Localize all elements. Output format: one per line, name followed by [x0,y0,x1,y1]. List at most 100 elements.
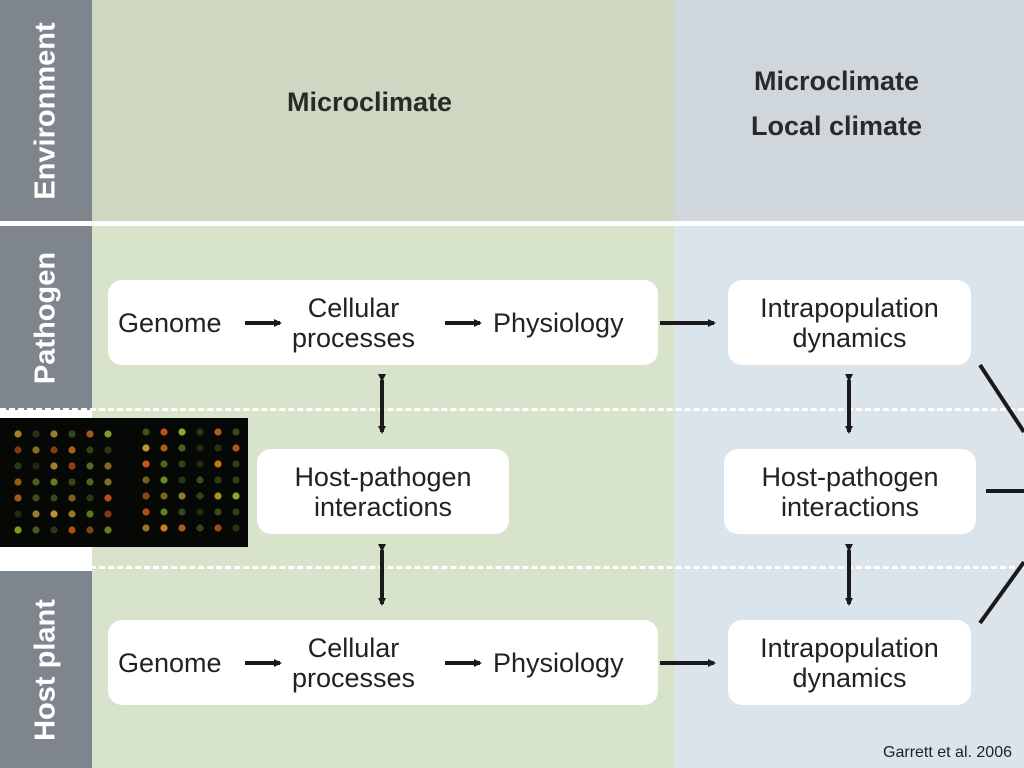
env-left-title: Microclimate [287,87,453,117]
microarray-spot [196,444,204,452]
microarray-spot [196,460,204,468]
microarray-spot [232,460,240,468]
pathogen-physiology-label: Physiology [493,308,624,338]
microarray-spot [68,510,76,518]
microarray-spot [178,476,186,484]
microarray-spot [32,446,40,454]
microarray-spot [142,508,150,516]
microarray-spot [142,524,150,532]
microarray-spot [160,428,168,436]
microarray-spot [178,492,186,500]
sidebar-pathogen: Pathogen [0,226,92,410]
microarray-spot [178,524,186,532]
microarray-spot [214,476,222,484]
microarray-spot [32,494,40,502]
microarray-spot [104,478,112,486]
microarray-spot [104,430,112,438]
microarray-spot [214,444,222,452]
microarray-spot [14,510,22,518]
microarray-spot [32,510,40,518]
interactions-right-box [724,449,976,534]
microarray-spot [68,526,76,534]
pathogen-genome-label: Genome [118,308,222,338]
microarray-spot [86,446,94,454]
environment-right-zone [674,0,1024,221]
pathogen-intrapop-label: Intrapopulation dynamics [760,293,939,353]
microarray-spot [50,510,58,518]
microarray-spot [160,492,168,500]
microarray-spot [196,492,204,500]
microarray-spot [14,430,22,438]
microarray-spot [232,524,240,532]
dashed-separator-top [0,408,1024,411]
microarray-spot [232,476,240,484]
sidebar-host-plant: Host plant [0,571,92,768]
microarray-spot [68,494,76,502]
microarray-spot [104,510,112,518]
microarray-spot [68,478,76,486]
microarray-spot [50,526,58,534]
sidebar-environment: Environment [0,0,92,221]
microarray-spot [14,478,22,486]
microarray-spot [14,446,22,454]
microarray-spot [86,494,94,502]
microarray-spot [104,526,112,534]
microarray-spot [196,508,204,516]
microarray-spot [196,428,204,436]
env-right-title-2: Local climate [751,111,923,141]
microarray-spot [50,462,58,470]
microarray-spot [104,462,112,470]
microarray-spot [214,460,222,468]
host-physiology-label: Physiology [493,648,624,678]
microarray-spot [142,428,150,436]
microarray-spot [50,478,58,486]
microarray-spot [68,446,76,454]
microarray-spot [68,462,76,470]
host-chain-box [108,620,658,705]
microarray-spot [32,478,40,486]
pathogen-intrapop-box [728,280,971,365]
microarray-spot [178,444,186,452]
microarray-spot [196,524,204,532]
converge-line-top [978,363,1024,434]
microarray-spot [86,430,94,438]
interactions-left-label: Host-pathogen interactions [294,462,472,522]
microarray-spot [50,430,58,438]
microarray-spot [196,476,204,484]
microarray-spot [142,492,150,500]
microarray-spot [50,494,58,502]
citation-credit: Garrett et al. 2006 [883,744,1012,761]
environment-left-zone [92,0,674,221]
pathogen-cellular-label: Cellular processes [292,293,416,353]
microarray-spot [142,460,150,468]
microarray-spot [14,462,22,470]
env-right-title-1: Microclimate [754,66,920,96]
pathogen-chain-box [108,280,658,365]
microarray-spot [214,492,222,500]
microarray-spot [14,494,22,502]
microarray-spot [178,460,186,468]
microarray-image [0,418,248,547]
host-cellular-label: Cellular processes [292,633,416,693]
microarray-spot [214,524,222,532]
microarray-spot [68,430,76,438]
microarray-spot [86,510,94,518]
microarray-spot [214,508,222,516]
microarray-spot [86,462,94,470]
dashed-separator-bottom [0,566,1024,569]
microarray-spot [32,430,40,438]
host-genome-label: Genome [118,648,222,678]
microarray-spot [160,444,168,452]
microarray-spot [142,476,150,484]
microarray-spot [142,444,150,452]
microarray-spot [214,428,222,436]
microarray-spot [232,428,240,436]
microarray-spot [178,508,186,516]
microarray-spot [160,476,168,484]
microarray-spot [232,492,240,500]
microarray-spot [160,460,168,468]
microarray-spot [178,428,186,436]
microarray-spot [32,526,40,534]
microarray-spot [86,478,94,486]
